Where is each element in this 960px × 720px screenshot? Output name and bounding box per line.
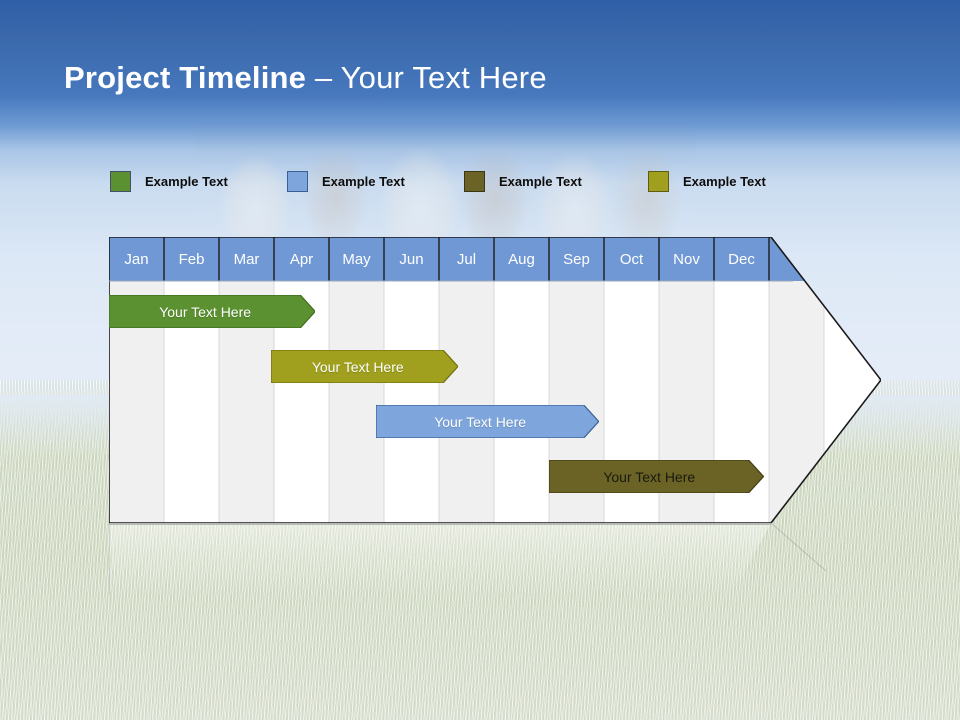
page-title: Project Timeline – Your Text Here <box>64 60 547 96</box>
month-header-sep[interactable]: Sep <box>563 250 590 268</box>
legend-label-2: Example Text <box>322 174 405 189</box>
month-header-feb[interactable]: Feb <box>178 250 205 268</box>
legend-label-4: Example Text <box>683 174 766 189</box>
task-bar-3[interactable]: Your Text Here <box>375 405 599 438</box>
month-header-dec[interactable]: Dec <box>728 250 755 268</box>
task-bar-2[interactable]: Your Text Here <box>271 350 459 383</box>
legend-swatch-2 <box>287 171 308 192</box>
task-bar-label-4: Your Text Here <box>603 468 696 485</box>
task-bar-4[interactable]: Your Text Here <box>549 460 764 493</box>
month-header-oct[interactable]: Oct <box>619 250 644 268</box>
page-title-bold: Project Timeline <box>64 60 307 95</box>
page-title-rest: Your Text Here <box>340 60 547 95</box>
task-bar-1[interactable]: Your Text Here <box>109 295 316 328</box>
legend-item-3[interactable]: Example Text <box>464 171 582 192</box>
month-header-apr[interactable]: Apr <box>289 250 314 268</box>
task-bar-shape-3 <box>375 405 599 438</box>
task-bar-shape-2 <box>271 350 459 383</box>
task-bar-shape-4 <box>549 460 764 493</box>
month-header-jul[interactable]: Jul <box>456 250 477 268</box>
background-people-photo <box>195 120 695 250</box>
legend-swatch-4 <box>648 171 669 192</box>
legend-item-2[interactable]: Example Text <box>287 171 405 192</box>
month-header-jun[interactable]: Jun <box>399 250 424 268</box>
legend-item-4[interactable]: Example Text <box>648 171 766 192</box>
page-title-separator: – <box>306 60 341 95</box>
month-header-aug[interactable]: Aug <box>508 250 535 268</box>
timeline-arrow-body <box>109 237 881 523</box>
legend-label-1: Example Text <box>145 174 228 189</box>
month-header-mar[interactable]: Mar <box>233 250 260 268</box>
task-bar-shape-1 <box>109 295 316 328</box>
task-bar-label-3: Your Text Here <box>434 413 527 430</box>
task-bar-label-1: Your Text Here <box>159 303 252 320</box>
legend-label-3: Example Text <box>499 174 582 189</box>
timeline-chart: Jan Feb Mar Apr May Jun Jul Aug Sep Oct Nov Dec You… <box>109 237 881 523</box>
month-header-nov[interactable]: Nov <box>673 250 700 268</box>
legend-swatch-1 <box>110 171 131 192</box>
task-bar-label-2: Your Text Here <box>311 358 404 375</box>
legend-swatch-3 <box>464 171 485 192</box>
month-header-jan[interactable]: Jan <box>124 250 149 268</box>
month-header-may[interactable]: May <box>342 250 371 268</box>
legend-item-1[interactable]: Example Text <box>110 171 228 192</box>
